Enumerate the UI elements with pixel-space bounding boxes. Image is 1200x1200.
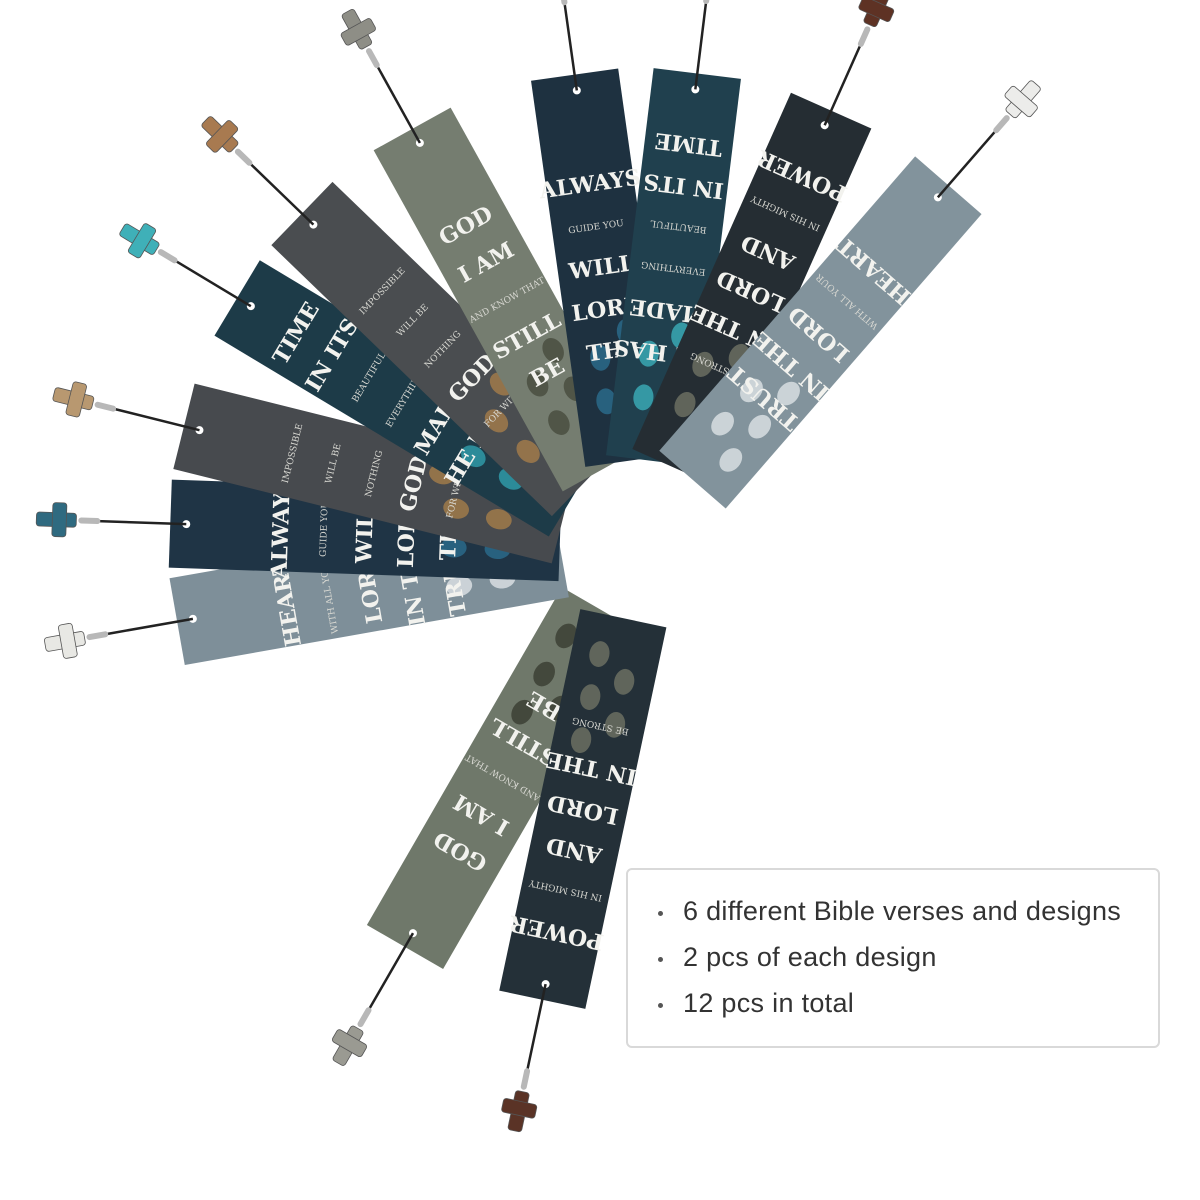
tassel-clasp [857,26,871,47]
tassel-cord [694,1,708,90]
tassel-cord [823,44,862,126]
bookmark-pattern [533,661,555,687]
bookmark-pattern [555,623,577,649]
info-line-2-text: 2 pcs of each design [683,941,937,972]
bookmark-card [606,68,741,466]
tassel-cord [249,162,315,226]
tassel-clasp [94,401,117,412]
bookmark-pattern [740,378,763,403]
bookmark-pattern [777,381,800,406]
bookmark-card [659,156,982,509]
cross-charm-icon [201,116,239,153]
cross-charm-icon [119,223,160,259]
info-line-1: 6 different Bible verses and designs [658,888,1158,934]
tassel-clasp [157,249,178,264]
tassel-clasp [993,115,1010,134]
bookmark-pattern [692,351,714,377]
bookmark-pattern [580,684,601,710]
bookmark-pattern [614,668,635,695]
tassel-cord [563,3,579,91]
bookmark-pattern [596,388,617,415]
bookmark-card [173,383,574,564]
bookmark-pattern [484,409,509,433]
bookmark-pattern [440,537,467,558]
verse-line: GUIDE YOU [319,500,331,557]
info-line-3: 12 pcs in total [658,980,1158,1026]
bookmark-pattern [589,641,610,667]
tassel-clasp [703,0,712,5]
tassel-cord [106,617,194,636]
tassel-cord [98,519,187,526]
bookmark-pattern [511,699,533,725]
bookmark-pattern [443,498,469,519]
tassel-clasp [86,631,109,641]
bookmark-pattern [674,392,696,418]
bookmark-pattern [570,727,592,754]
bookmark-card [632,92,872,485]
tassel-cord [367,932,415,1011]
cross-charm-icon [858,0,895,28]
tassel-cord [526,983,547,1071]
info-line-1-text: 6 different Bible verses and designs [683,895,1122,926]
bookmark-pattern [633,384,654,411]
bookmark-pattern [542,337,564,363]
bookmark-pattern [446,575,473,597]
tassel-cord [936,130,997,199]
tassel-cord [174,259,252,308]
tassel-cord [113,407,200,432]
cross-charm-icon [501,1090,538,1133]
bookmark-pattern [590,344,611,371]
bookmark-pattern [485,509,512,530]
bullet-icon [658,956,663,962]
cross-charm-icon [331,1025,368,1066]
bookmark-card [214,260,595,537]
bullet-icon [658,910,663,916]
tassel-clasp [357,1007,372,1028]
bookmark-pattern [548,410,570,435]
info-box: 6 different Bible verses and designs 2 p… [626,868,1160,1048]
cross-charm-icon [340,9,376,50]
bookmark-card [499,609,667,1009]
bookmark-pattern [748,414,772,439]
bookmark-pattern [461,445,486,468]
cross-charm-icon [1004,80,1041,119]
tassel-clasp [559,0,568,6]
cross-charm-icon [35,502,77,538]
cross-charm-icon [44,623,86,659]
bookmark-pattern [604,711,626,738]
tassel-clasp [365,48,380,69]
info-line-2: 2 pcs of each design [658,934,1158,980]
tassel-clasp [234,148,253,166]
tassel-cord [376,65,421,144]
bookmark-pattern [526,371,549,397]
bookmark-pattern [719,448,743,472]
cross-charm-icon [52,381,95,418]
bookmark-pattern [516,439,540,463]
bookmark-card [271,181,614,517]
tassel-clasp [78,517,101,525]
info-line-3-text: 12 pcs in total [683,987,855,1018]
bookmark-pattern [638,340,659,367]
bullet-icon [658,1002,663,1008]
tassel-clasp [520,1068,531,1090]
bookmark-pattern [711,411,734,436]
